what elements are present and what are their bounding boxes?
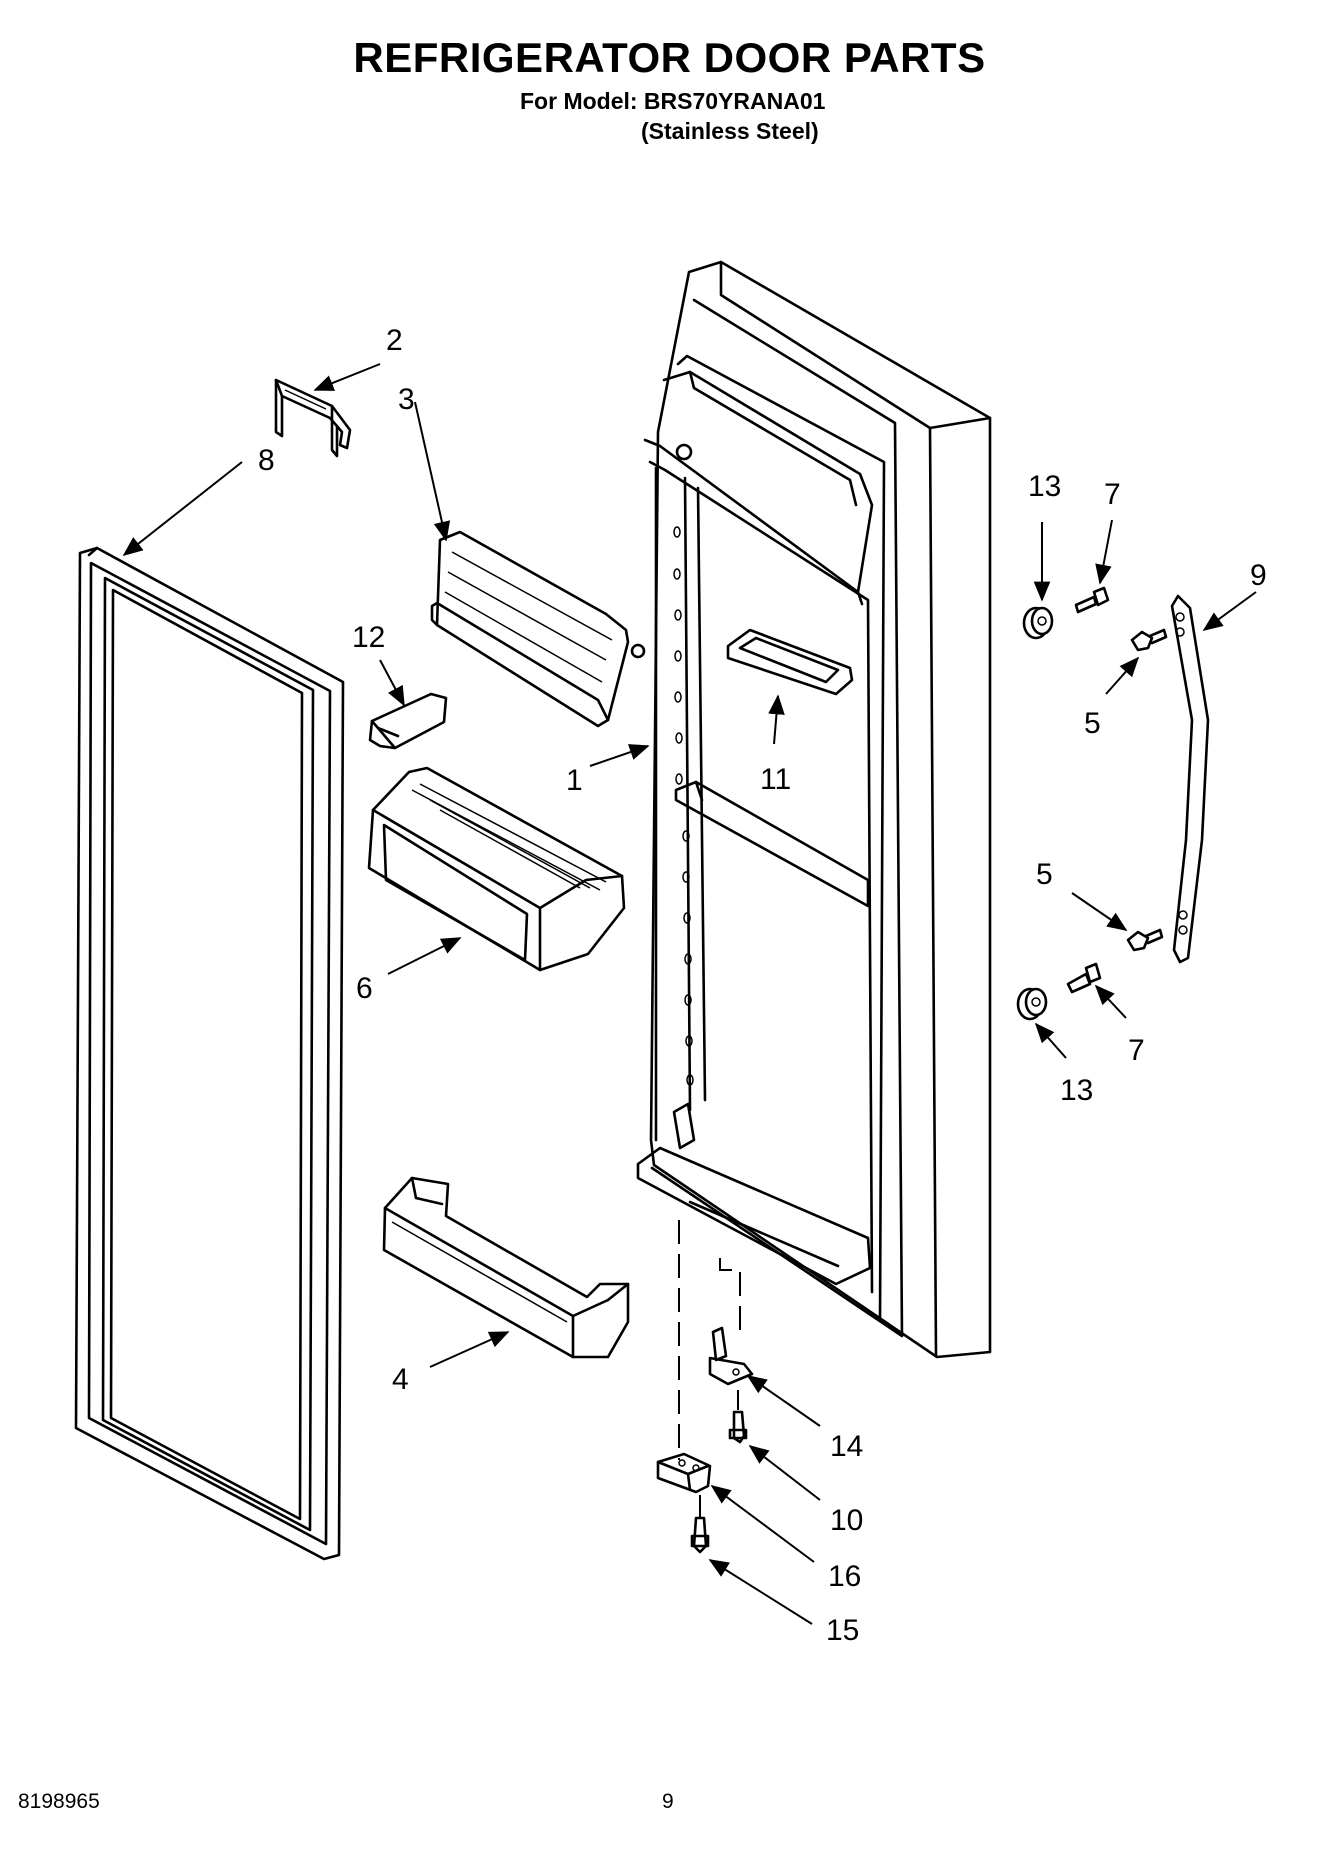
handle-spacer-lower: [1016, 987, 1048, 1021]
callout-5-upper: 5: [1084, 707, 1101, 740]
leader-2: [313, 363, 381, 391]
callout-16: 16: [828, 1560, 861, 1593]
callout-12: 12: [352, 621, 385, 654]
leader-9: [1202, 591, 1257, 631]
callout-13-upper: 13: [1028, 470, 1061, 503]
door-gasket: [74, 546, 345, 1561]
lower-door-shelf: [382, 1176, 630, 1359]
page-number: 9: [662, 1790, 674, 1813]
leader-16: [710, 1485, 815, 1563]
leader-10: [748, 1444, 821, 1501]
leader-1: [589, 744, 650, 767]
document-number: 8198965: [18, 1790, 100, 1813]
leader-5-upper: [1105, 656, 1140, 695]
leader-4: [429, 1331, 510, 1368]
small-tray: [726, 628, 854, 696]
callout-13-lower: 13: [1060, 1074, 1093, 1107]
alignment-line: [719, 1258, 741, 1330]
handle-screw-lower: [1126, 928, 1164, 952]
callout-5-lower: 5: [1036, 858, 1053, 891]
leader-11: [768, 694, 785, 745]
callout-1: 1: [566, 764, 583, 797]
leader-15: [708, 1559, 813, 1625]
callout-14: 14: [830, 1430, 863, 1463]
leader-7-lower: [1094, 984, 1127, 1019]
leader-6: [387, 937, 462, 975]
door-bin: [367, 766, 626, 972]
callout-6: 6: [356, 972, 373, 1005]
door-liner: [636, 260, 992, 1359]
callout-8: 8: [258, 444, 275, 477]
leader-5-lower: [1071, 892, 1128, 931]
handle-screw-upper: [1130, 628, 1168, 652]
leader-13-lower: [1034, 1022, 1067, 1059]
handle-spacer-upper: [1022, 606, 1054, 640]
model-line: For Model: BRS70YRANA01: [520, 88, 826, 114]
leader-12: [379, 659, 405, 707]
leader-3: [414, 401, 451, 542]
callout-2: 2: [386, 324, 403, 357]
shelf-mounting-holes: [673, 526, 694, 1086]
handle-stud-lower: [1066, 962, 1102, 994]
callout-15: 15: [826, 1614, 859, 1647]
handle-stud-upper: [1074, 586, 1110, 614]
callout-10: 10: [830, 1504, 863, 1537]
page-title: REFRIGERATOR DOOR PARTS: [353, 34, 986, 81]
door-handle: [1170, 594, 1210, 964]
leader-8: [122, 461, 243, 557]
bottom-hinge: [656, 1452, 712, 1494]
dairy-door: [430, 530, 646, 728]
hinge-bolt: [690, 1516, 710, 1554]
callout-7-upper: 7: [1104, 478, 1121, 511]
dairy-clip: [368, 692, 448, 750]
callout-11: 11: [760, 763, 791, 796]
leader-7-upper: [1095, 519, 1113, 585]
callout-4: 4: [392, 1363, 409, 1396]
hinge-screw: [728, 1410, 748, 1444]
door-bracket: [274, 378, 352, 458]
callout-9: 9: [1250, 559, 1267, 592]
leader-14: [746, 1375, 821, 1427]
finish-line: (Stainless Steel): [641, 118, 819, 144]
callout-3: 3: [398, 383, 415, 416]
hinge-pin: [708, 1326, 754, 1386]
callout-7-lower: 7: [1128, 1034, 1145, 1067]
